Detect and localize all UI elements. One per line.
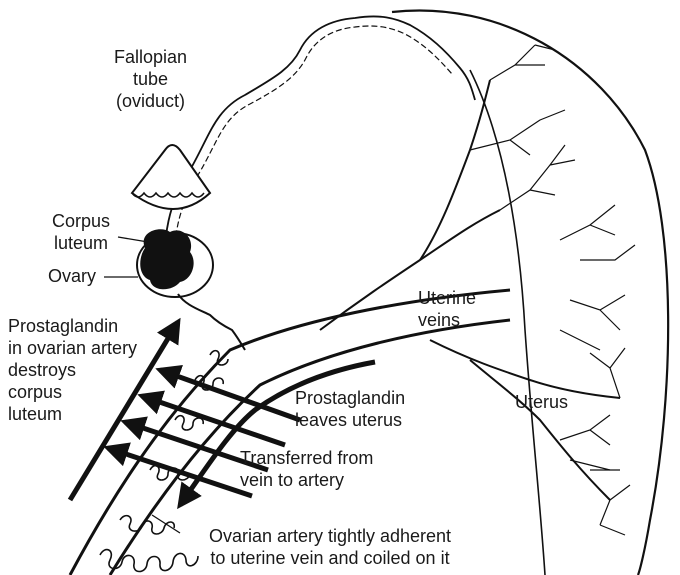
label-prostaglandin-ovarian: Prostaglandin in ovarian artery destroys…: [8, 315, 137, 425]
label-uterine-veins: Uterine veins: [418, 287, 476, 331]
label-pg-ovarian-line-2: in ovarian artery: [8, 337, 137, 359]
label-veins-line-2: veins: [418, 309, 476, 331]
label-corpus-line-2: luteum: [42, 232, 120, 254]
label-transferred: Transferred from vein to artery: [240, 447, 373, 491]
label-fallopian-line-2: tube: [93, 68, 208, 90]
label-pg-leaves-line-1: Prostaglandin: [295, 387, 405, 409]
label-fallopian-line-1: Fallopian: [93, 46, 208, 68]
label-uterus: Uterus: [515, 391, 568, 413]
label-pg-ovarian-line-1: Prostaglandin: [8, 315, 137, 337]
label-corpus-line-1: Corpus: [42, 210, 120, 232]
label-pg-ovarian-line-4: corpus: [8, 381, 137, 403]
label-artery-line-1: Ovarian artery tightly adherent: [170, 525, 490, 547]
label-fallopian-tube: Fallopian tube (oviduct): [93, 46, 208, 112]
label-fallopian-line-3: (oviduct): [93, 90, 208, 112]
leader-corpus-luteum: [118, 237, 148, 242]
ovarian-ligament: [178, 294, 245, 350]
fallopian-tube-inner: [175, 26, 452, 272]
label-artery-line-2: to uterine vein and coiled on it: [170, 547, 490, 569]
vein-branch-top: [420, 80, 490, 260]
fallopian-tube: [165, 16, 475, 278]
label-pg-ovarian-line-5: luteum: [8, 403, 137, 425]
label-pg-ovarian-line-3: destroys: [8, 359, 137, 381]
label-prostaglandin-leaves: Prostaglandin leaves uterus: [295, 387, 405, 431]
label-corpus-luteum: Corpus luteum: [42, 210, 120, 254]
label-transferred-line-1: Transferred from: [240, 447, 373, 469]
label-ovarian-artery: Ovarian artery tightly adherent to uteri…: [170, 525, 490, 569]
label-ovary: Ovary: [48, 265, 96, 287]
label-transferred-line-2: vein to artery: [240, 469, 373, 491]
vein-branch-mid: [430, 340, 620, 398]
label-veins-line-1: Uterine: [418, 287, 476, 309]
label-pg-leaves-line-2: leaves uterus: [295, 409, 405, 431]
